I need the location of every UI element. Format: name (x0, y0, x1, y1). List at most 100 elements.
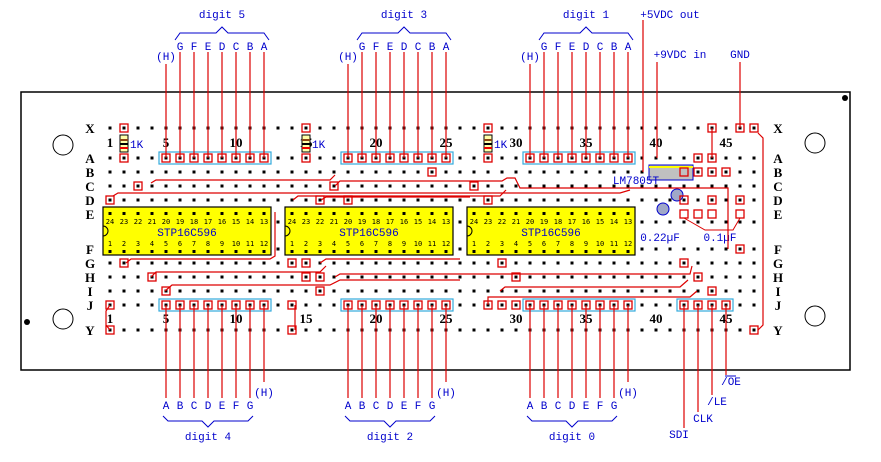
pin-header (522, 298, 636, 312)
connection-marker (693, 153, 703, 163)
row-label-left: C (85, 179, 94, 194)
breadboard-hole (332, 198, 336, 202)
breadboard-hole (290, 126, 294, 130)
chip-pin (430, 250, 434, 253)
wire (499, 279, 689, 292)
breadboard-hole (710, 275, 714, 279)
breadboard-hole (150, 126, 154, 130)
breadboard-hole (668, 184, 672, 188)
chip-pin-number-bottom: 12 (624, 240, 632, 248)
breadboard-hole (640, 328, 644, 332)
segment-label: D (583, 42, 590, 54)
chip-pin (626, 212, 630, 215)
breadboard-hole (682, 289, 686, 293)
row-label-left: X (85, 121, 95, 136)
breadboard-hole (290, 198, 294, 202)
breadboard-hole (262, 198, 266, 202)
breadboard-hole (654, 289, 658, 293)
breadboard-hole (192, 261, 196, 265)
breadboard-hole (178, 289, 182, 293)
chip-pin (332, 250, 336, 253)
chip-pin-number-top: 18 (554, 218, 562, 226)
breadboard-hole (612, 289, 616, 293)
chip-pin (472, 250, 476, 253)
breadboard-hole (556, 198, 560, 202)
breadboard-hole (500, 198, 504, 202)
row-label-left: F (86, 242, 94, 257)
chip-pin-number-top: 21 (148, 218, 156, 226)
chip-pin (514, 250, 518, 253)
connection-marker (749, 123, 759, 133)
breadboard-hole (374, 198, 378, 202)
breadboard-hole (626, 184, 630, 188)
breadboard-hole (500, 170, 504, 174)
wire (105, 304, 111, 331)
breadboard-hole (150, 170, 154, 174)
breadboard-hole (668, 328, 672, 332)
breadboard-hole (220, 198, 224, 202)
breadboard-hole (290, 328, 294, 332)
breadboard-hole (108, 156, 112, 160)
chip-pin-number-bottom: 10 (414, 240, 422, 248)
breadboard-hole (472, 184, 476, 188)
chip-pin-number-bottom: 3 (318, 240, 322, 248)
breadboard-hole (220, 184, 224, 188)
breadboard-hole (164, 289, 168, 293)
segment-label: F (597, 401, 604, 413)
breadboard-hole (122, 289, 126, 293)
segment-label-h: (H) (618, 388, 638, 400)
breadboard-hole (248, 289, 252, 293)
breadboard-hole (248, 275, 252, 279)
chip-pin-number-bottom: 6 (542, 240, 546, 248)
breadboard-hole (346, 275, 350, 279)
connection-marker (483, 153, 493, 163)
connection-marker (679, 258, 689, 268)
breadboard-hole (346, 184, 350, 188)
column-number-top: 40 (650, 135, 663, 150)
wire (150, 265, 327, 278)
breadboard-hole (738, 328, 742, 332)
connection-marker (707, 286, 717, 296)
breadboard-hole (486, 198, 490, 202)
chip-pin (332, 212, 336, 215)
chip-pin-number-bottom: 1 (472, 240, 476, 248)
chip-pin (262, 212, 266, 215)
breadboard-hole (542, 289, 546, 293)
breadboard-hole (304, 156, 308, 160)
breadboard-hole (556, 261, 560, 265)
chip-pin-number-top: 21 (512, 218, 520, 226)
wire (125, 212, 276, 264)
breadboard-hole (206, 275, 210, 279)
breadboard-hole (276, 198, 280, 202)
segment-label: G (611, 401, 618, 413)
chip-pin (360, 250, 364, 253)
breadboard-hole (612, 170, 616, 174)
breadboard-hole (738, 303, 742, 307)
chip-pin (402, 250, 406, 253)
breadboard-hole (710, 184, 714, 188)
breadboard-hole (514, 170, 518, 174)
pin-header (158, 151, 272, 165)
segment-label: A (163, 401, 170, 413)
row-label-left: H (85, 270, 95, 285)
connection-marker (301, 153, 311, 163)
segment-label: B (429, 42, 436, 54)
breadboard-hole (724, 289, 728, 293)
breadboard-hole (388, 261, 392, 265)
breadboard-hole (500, 184, 504, 188)
breadboard-hole (332, 126, 336, 130)
row-label-left: E (86, 207, 95, 222)
breadboard-hole (584, 198, 588, 202)
digit-label: digit 5 (199, 10, 245, 22)
segment-label: A (625, 42, 632, 54)
breadboard-hole (654, 156, 658, 160)
breadboard-hole (752, 247, 756, 251)
breadboard-hole (290, 184, 294, 188)
chip-pin (164, 212, 168, 215)
breadboard-hole (528, 170, 532, 174)
mounting-hole (52, 134, 74, 156)
digit-label: digit 2 (367, 432, 413, 444)
breadboard-hole (514, 261, 518, 265)
chip-pin-number-bottom: 7 (192, 240, 196, 248)
pin-header (676, 298, 734, 312)
